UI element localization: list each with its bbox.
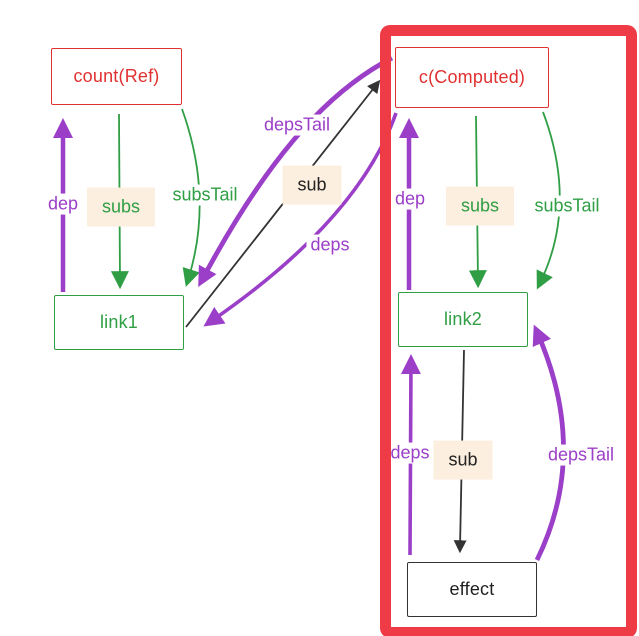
edge-label-subs-left: subs (86, 187, 156, 227)
edge-label-deps-bottom: deps (386, 442, 434, 464)
edge-label-depstail-bottom: depsTail (543, 444, 619, 466)
node-c-computed: c(Computed) (395, 47, 549, 108)
edge-label-substail-left: subsTail (168, 184, 242, 206)
edge-sub-link1-to-computed (185, 79, 381, 328)
node-link2: link2 (398, 292, 528, 347)
edge-label-subs-right: subs (445, 186, 515, 226)
edge-depstail-computed-to-link1 (198, 55, 394, 288)
node-count-ref: count(Ref) (51, 48, 182, 105)
edge-label-dep-right: dep (390, 188, 430, 210)
edge-label-deps-mid: deps (306, 234, 354, 256)
edge-label-sub-bottom: sub (433, 440, 493, 480)
edge-label-sub-mid: sub (282, 165, 342, 205)
node-link1: link1 (54, 295, 184, 350)
edge-label-depstail-mid: depsTail (259, 114, 335, 136)
node-effect: effect (407, 562, 537, 617)
edge-label-dep-left: dep (43, 193, 83, 215)
edge-label-substail-right: subsTail (530, 195, 604, 217)
